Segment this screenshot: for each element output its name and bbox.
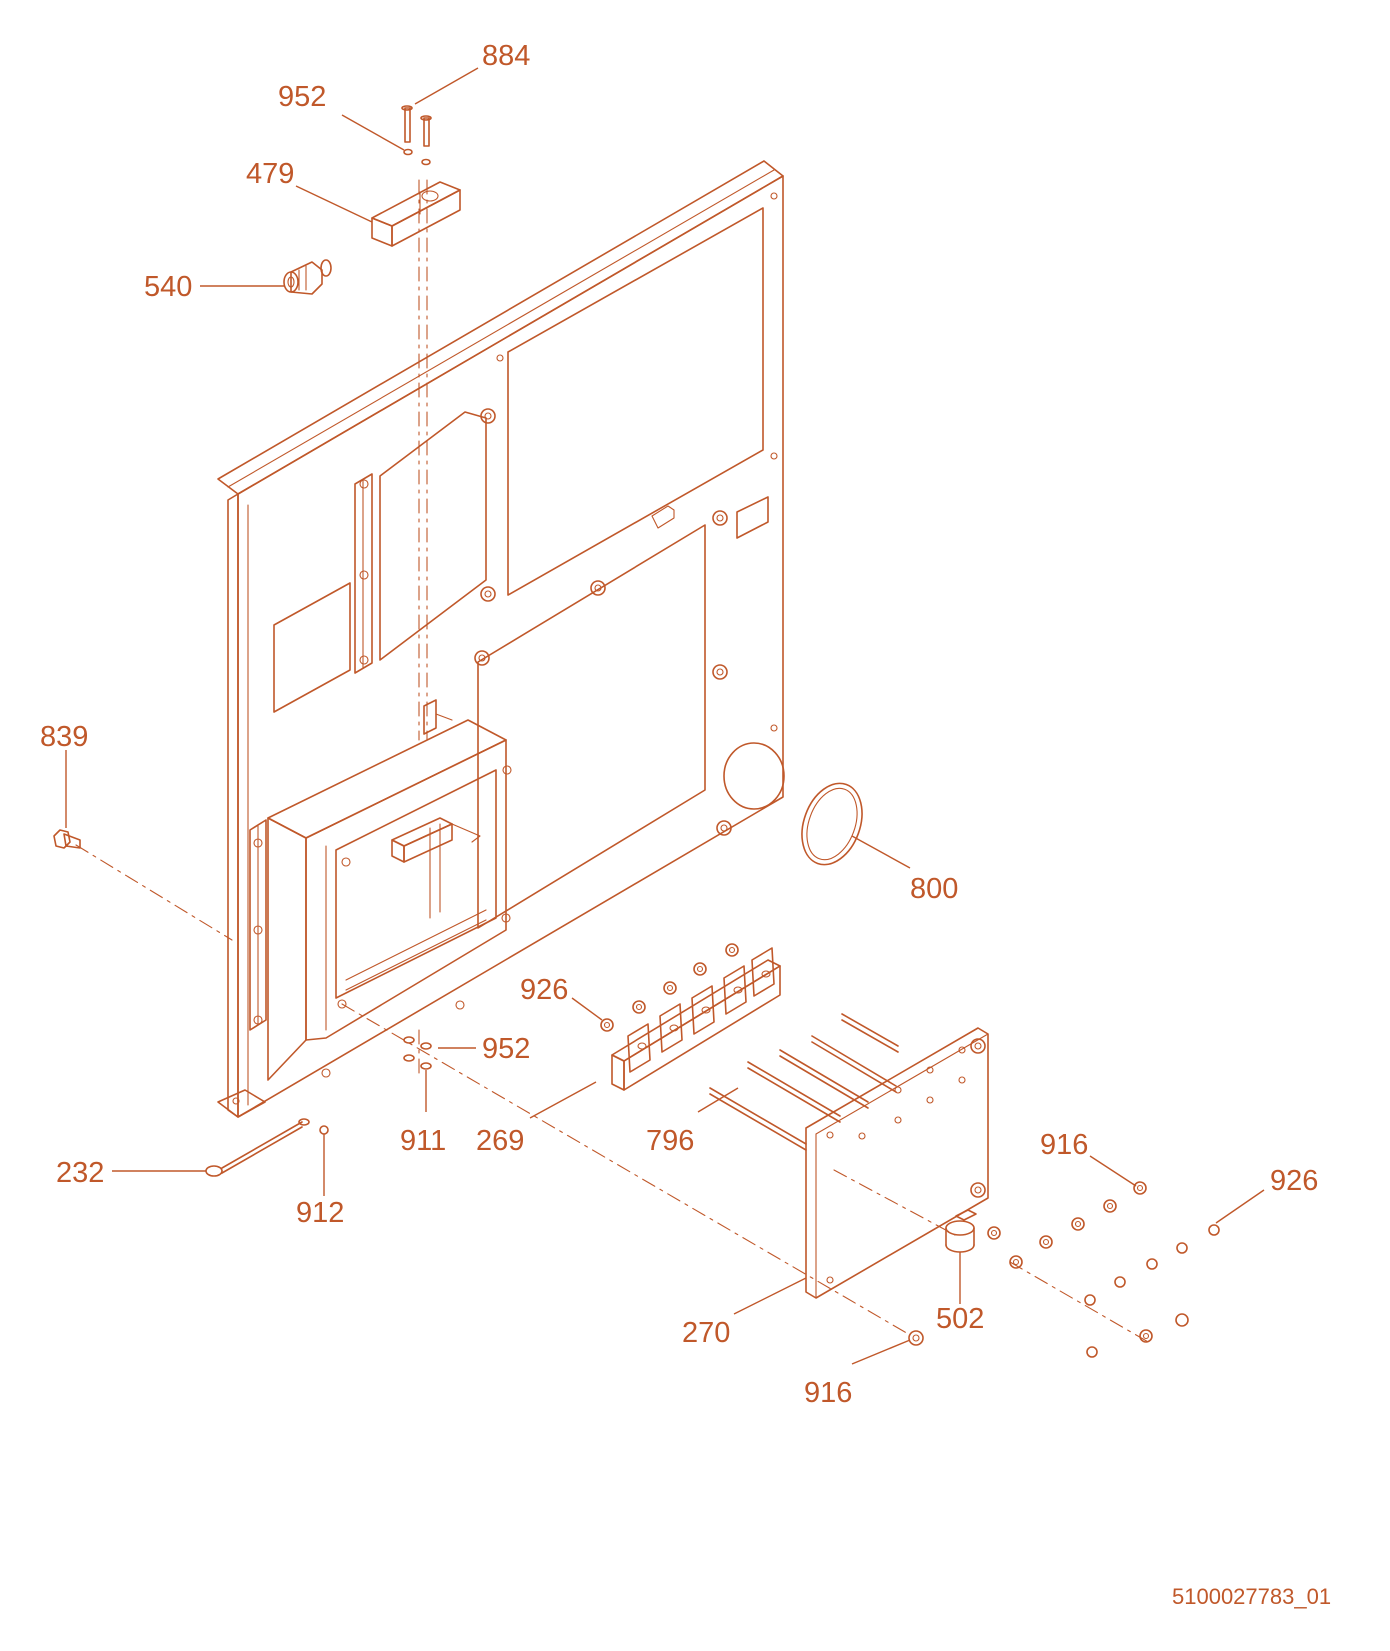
nuts-926-upper	[600, 943, 739, 1032]
label-796: 796	[646, 1125, 694, 1157]
nut-916-bottom	[908, 1330, 924, 1346]
sensor-sleeve-502	[945, 1209, 977, 1253]
nuts-right	[987, 1181, 1220, 1358]
din-rail-lower	[249, 819, 267, 1031]
label-912: 912	[296, 1197, 344, 1229]
back-plate	[217, 160, 785, 1118]
label-884: 884	[482, 40, 530, 72]
label-926-upper: 926	[520, 974, 568, 1006]
label-232: 232	[56, 1157, 104, 1189]
clamp-block-479	[371, 181, 461, 247]
cable-gland-540	[283, 259, 332, 295]
label-479: 479	[246, 158, 294, 190]
washers-lower	[403, 1036, 432, 1070]
electrical-box	[267, 699, 512, 1081]
standoffs	[474, 192, 778, 836]
label-911: 911	[400, 1125, 446, 1157]
label-540: 540	[144, 271, 192, 303]
bolt-839	[53, 829, 81, 849]
label-800: 800	[910, 873, 958, 905]
label-926-right: 926	[1270, 1165, 1318, 1197]
terminal-block-269	[611, 947, 781, 1091]
label-270: 270	[682, 1317, 730, 1349]
o-ring-800	[801, 782, 863, 866]
assembly-axes	[75, 179, 1151, 1344]
part-labels: 884 952 479 540 839 800 926 952 911 269 …	[40, 40, 1318, 1409]
flange-plate-270	[805, 1027, 989, 1299]
cable-232	[205, 1118, 329, 1177]
heating-rods-796	[709, 1013, 899, 1151]
label-916-right: 916	[1040, 1129, 1088, 1161]
label-952-top: 952	[278, 81, 326, 113]
label-269: 269	[476, 1125, 524, 1157]
din-rail-upper	[354, 473, 373, 674]
label-952-lower: 952	[482, 1033, 530, 1065]
label-916-bottom: 916	[804, 1377, 852, 1409]
label-502: 502	[936, 1303, 984, 1335]
leader-lines	[65, 67, 1265, 1365]
label-839: 839	[40, 721, 88, 753]
document-id: 5100027783_01	[1172, 1584, 1331, 1609]
screws-884	[401, 105, 432, 166]
